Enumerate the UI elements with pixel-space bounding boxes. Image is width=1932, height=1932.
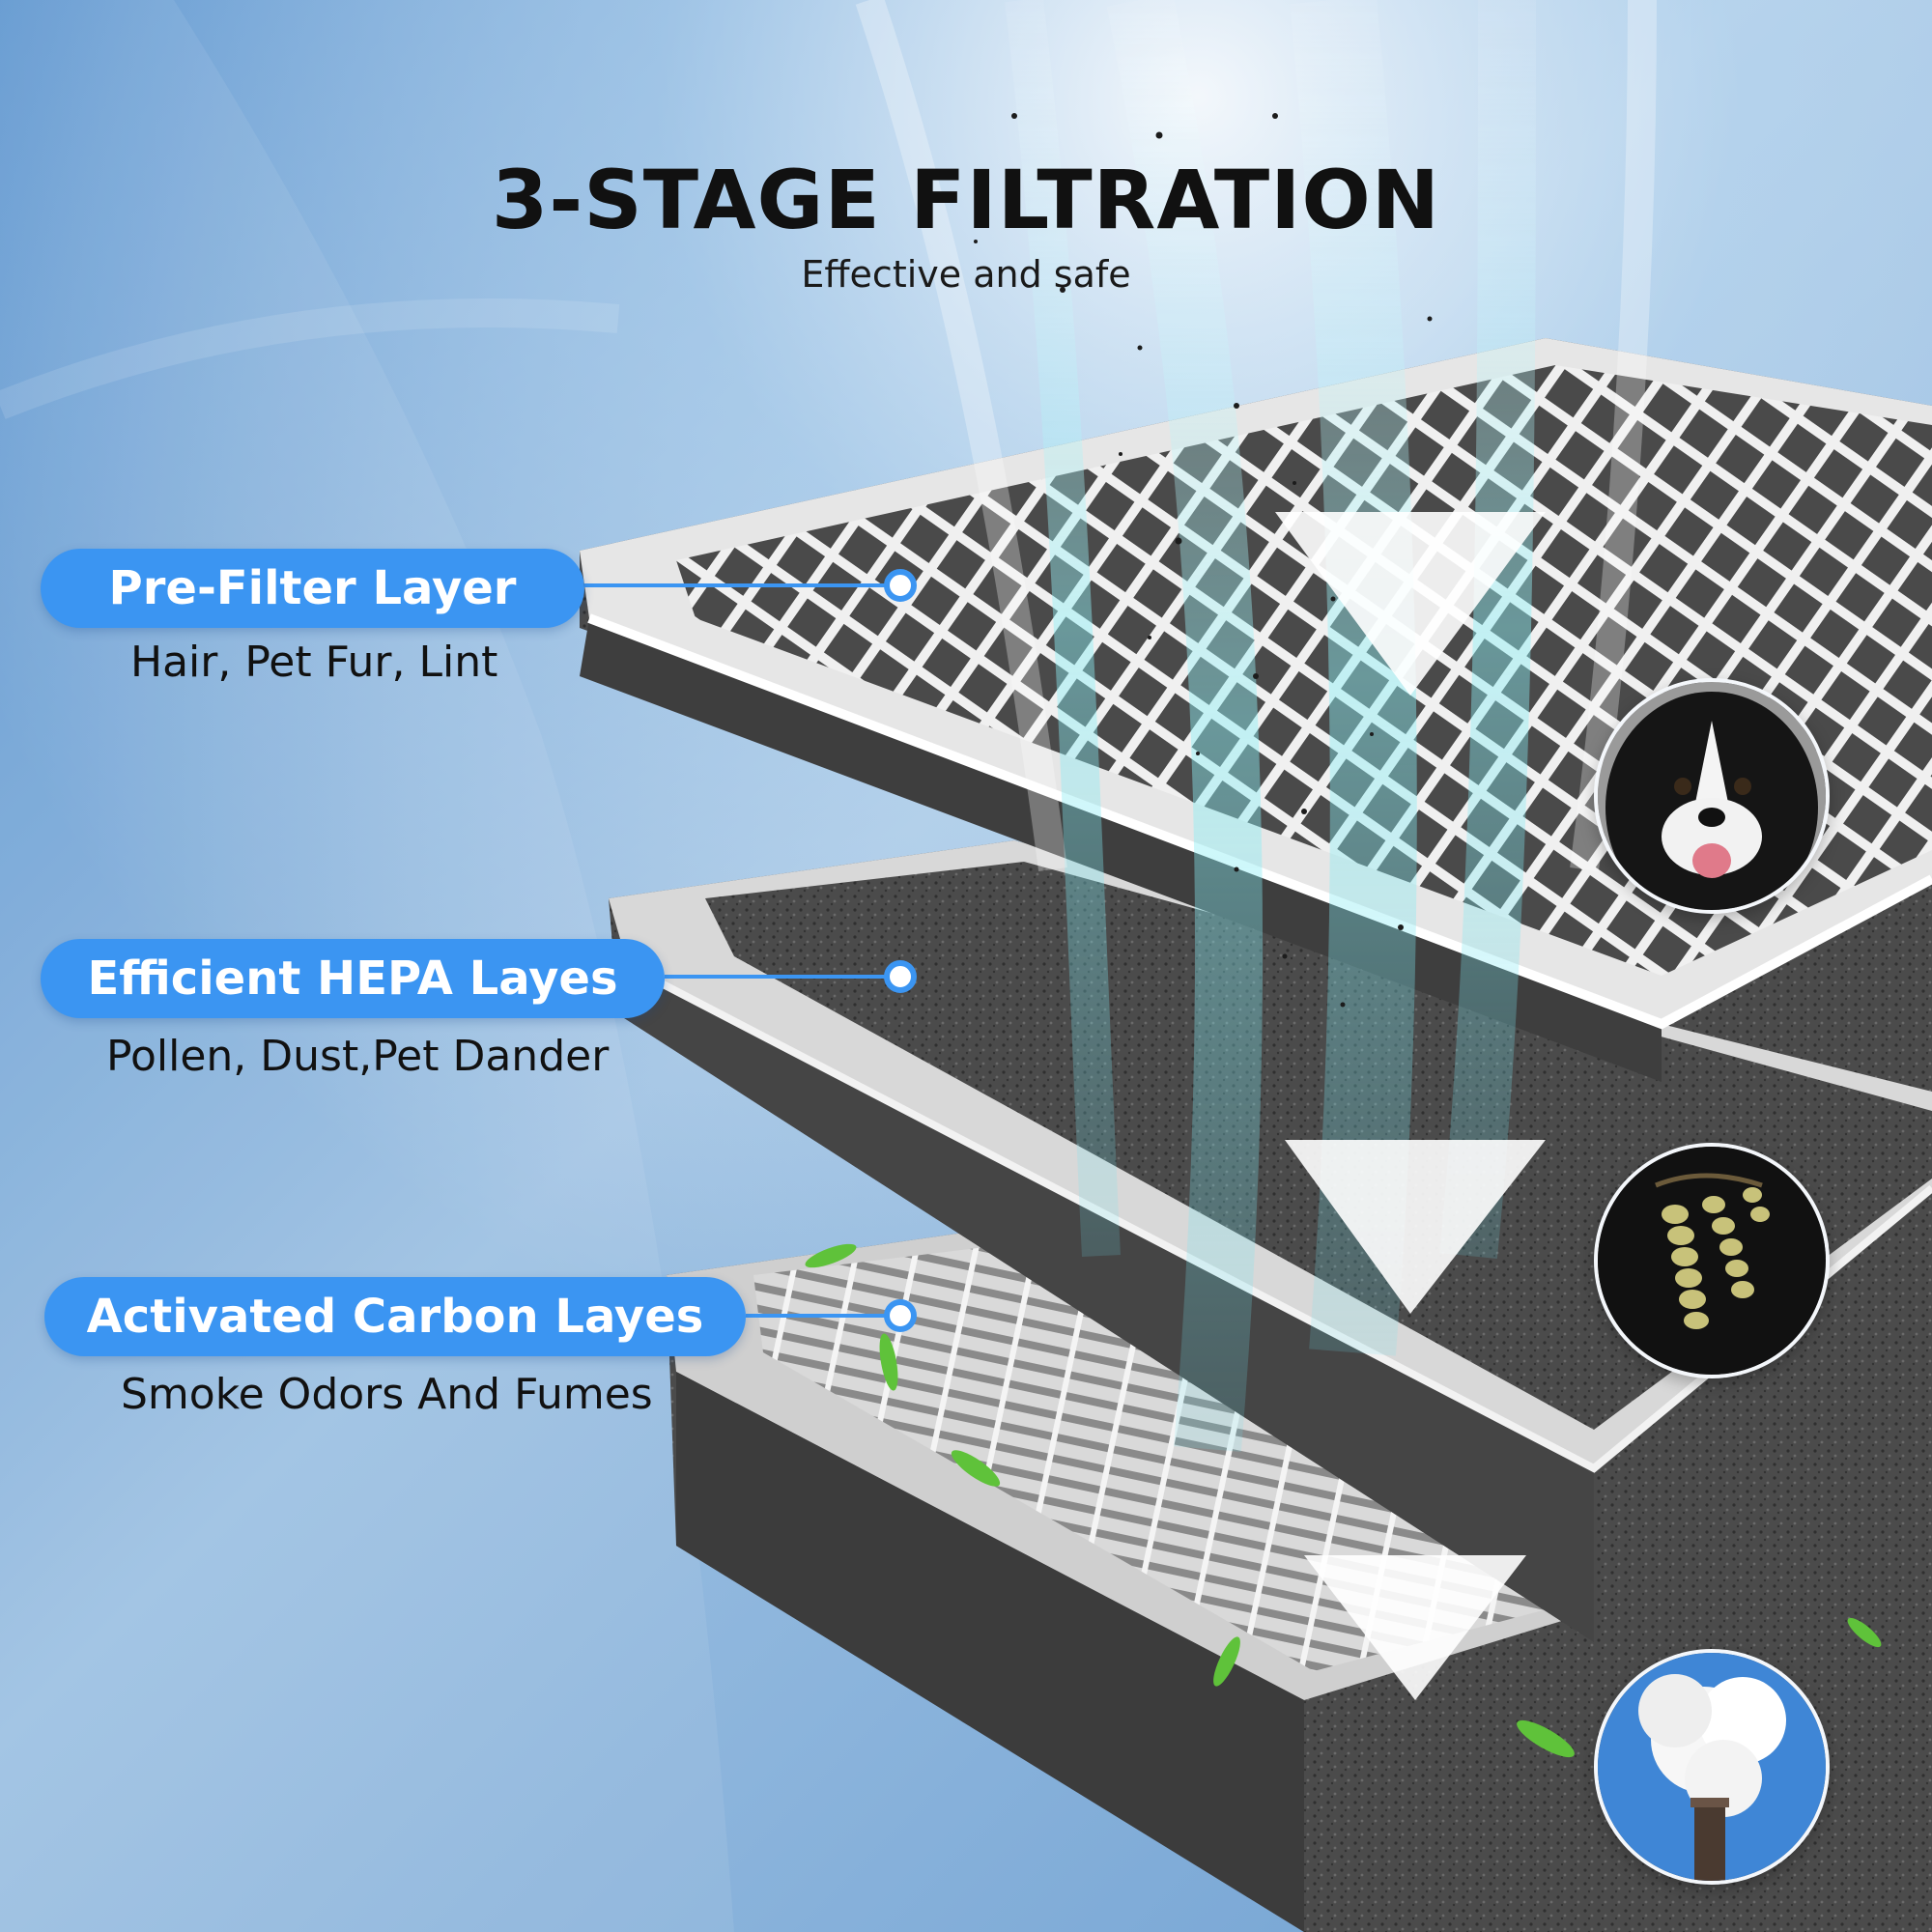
smoke-chimney-photo xyxy=(1594,1649,1830,1885)
leaf-icons xyxy=(805,1243,1882,1758)
dog-photo xyxy=(1594,678,1830,914)
label-carbon: Activated Carbon Layes xyxy=(44,1277,746,1356)
label-pre-filter: Pre-Filter Layer xyxy=(41,549,584,628)
connector-lines xyxy=(584,569,917,1332)
desc-pre-filter: Hair, Pet Fur, Lint xyxy=(130,638,498,687)
label-hepa: Efficient HEPA Layes xyxy=(41,939,665,1018)
page-title: 3-STAGE FILTRATION xyxy=(491,153,1441,247)
pollen-photo xyxy=(1594,1143,1830,1378)
down-arrow-icons xyxy=(1275,512,1546,1700)
desc-hepa: Pollen, Dust,Pet Dander xyxy=(106,1032,610,1081)
airflow-streams xyxy=(855,0,1657,1452)
dust-particles xyxy=(974,113,1433,1008)
desc-carbon: Smoke Odors And Fumes xyxy=(121,1370,653,1419)
page-subtitle: Effective and safe xyxy=(801,253,1131,296)
